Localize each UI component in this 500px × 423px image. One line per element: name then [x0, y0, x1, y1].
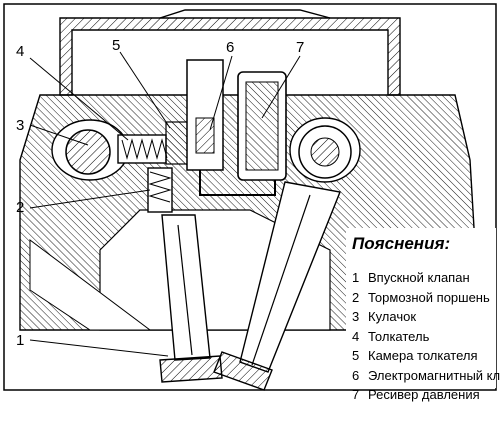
valve-cover	[59, 17, 401, 96]
callout-3: 3	[16, 117, 25, 134]
port-channel	[29, 239, 152, 331]
legend-item-number: 2	[352, 289, 360, 305]
leader-3	[29, 124, 89, 146]
legend-list: 1 Впускной клапан 2 Тормозной поршень 3 Кул…	[352, 270, 500, 407]
legend-item-number: 5	[352, 348, 360, 363]
callout-4: 4	[16, 43, 25, 60]
legend-item: 1 Впускной клапан	[352, 270, 500, 290]
legend-item: 4 Толкатель	[352, 329, 500, 349]
legend-item-label: Толкатель	[368, 328, 430, 344]
leader-1	[29, 339, 169, 357]
brake-piston-spring	[148, 171, 172, 203]
callout-1: 1	[16, 332, 25, 349]
solenoid-duct	[199, 170, 276, 196]
leader-6	[209, 55, 233, 131]
legend-item-label: Электромагнитный клапан	[368, 367, 500, 383]
legend-item: 6 Электромагнитный клапан	[352, 368, 500, 388]
tappet-spring	[121, 138, 168, 160]
leader-5	[119, 51, 171, 129]
intake-valve-1	[159, 214, 223, 383]
legend-item-number: 4	[352, 328, 360, 344]
legend-item: 3 Кулачок	[352, 309, 500, 329]
legend-item: 7 Ресивер давления	[352, 387, 500, 407]
legend-item-number: 7	[352, 387, 360, 402]
legend-item-label: Ресивер давления	[368, 387, 480, 402]
valve-cover-top	[159, 9, 331, 19]
leader-7	[261, 55, 301, 119]
solenoid-core	[195, 117, 215, 154]
legend-item-label: Камера толкателя	[368, 348, 478, 363]
legend-item: 2 Тормозной поршень	[352, 290, 500, 310]
legend-item: 5 Камера толкателя	[352, 348, 500, 368]
exhaust-valve	[213, 181, 341, 391]
callout-7: 7	[296, 39, 305, 56]
receiver-inner	[245, 81, 279, 171]
legend-backdrop	[346, 228, 496, 388]
tappet-chamber-5	[165, 121, 189, 165]
cam-3	[65, 129, 111, 175]
callout-5: 5	[112, 37, 121, 54]
legend-item-label: Кулачок	[368, 309, 417, 324]
legend-item-number: 1	[352, 270, 360, 285]
legend-title: Пояснения:	[352, 234, 451, 253]
legend-item-number: 6	[352, 367, 360, 383]
legend-item-number: 3	[352, 309, 360, 324]
legend-item-label: Тормозной поршень	[368, 289, 490, 305]
leader-2	[29, 189, 151, 209]
legend-item-label: Впускной клапан	[368, 270, 470, 285]
callout-2: 2	[16, 199, 25, 216]
cam-right-inner	[310, 137, 340, 167]
leader-4	[29, 57, 129, 141]
callout-6: 6	[226, 39, 235, 56]
frame	[3, 3, 497, 391]
